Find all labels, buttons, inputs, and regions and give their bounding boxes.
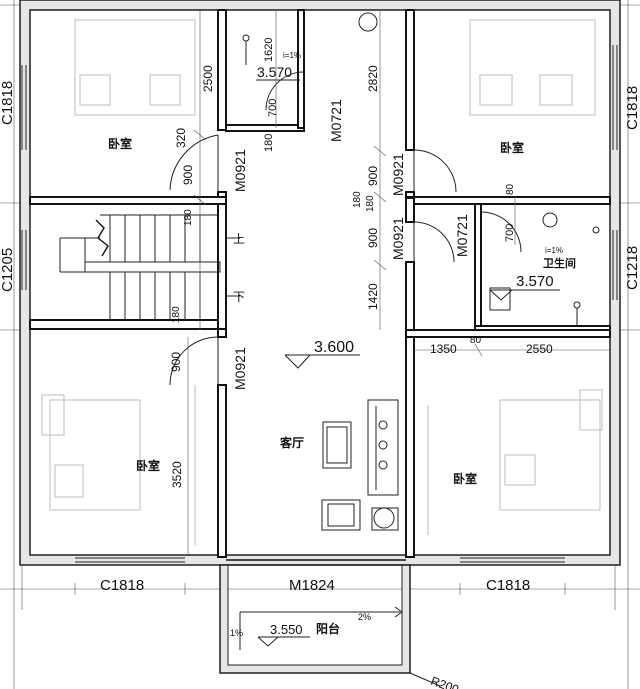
dim-180d: 180 bbox=[183, 209, 194, 226]
dim-180c: 180 bbox=[365, 195, 376, 212]
dim-3520: 3520 bbox=[170, 461, 184, 488]
dim-900a: 900 bbox=[181, 165, 195, 185]
dim-900b: 900 bbox=[366, 166, 380, 186]
door-label-ne: M0921 bbox=[390, 153, 406, 196]
door-label-wc-top: M0721 bbox=[328, 99, 344, 142]
dim-180e: 180 bbox=[171, 306, 182, 323]
slope-label-bath: i=1% bbox=[545, 246, 563, 255]
door-label-mid-left: M0921 bbox=[390, 217, 406, 260]
stair-down-label: 下 bbox=[233, 290, 245, 304]
dim-2550: 2550 bbox=[526, 342, 553, 356]
room-label-bedroom-sw: 卧室 bbox=[136, 458, 160, 473]
level-label-main: 3.600 bbox=[314, 339, 354, 356]
dim-1350: 1350 bbox=[430, 342, 457, 356]
dim-900d: 900 bbox=[169, 352, 183, 372]
window-left-top bbox=[21, 65, 27, 150]
window-left-mid bbox=[21, 230, 27, 290]
stair-up-label: 上 bbox=[233, 232, 245, 246]
door-label-bath: M0721 bbox=[454, 214, 470, 257]
room-label-balcony: 阳台 bbox=[316, 621, 340, 636]
window-bottom-right bbox=[460, 557, 565, 563]
level-label-wc-top: 3.570 bbox=[257, 64, 292, 80]
window-right-top bbox=[612, 45, 618, 150]
level-label-bath: 3.570 bbox=[516, 273, 554, 290]
dim-180b: 180 bbox=[352, 191, 363, 208]
room-label-bedroom-nw: 卧室 bbox=[108, 136, 132, 151]
door-label-sw: M0921 bbox=[232, 347, 248, 390]
door-label-balcony: M1824 bbox=[289, 577, 335, 594]
dim-80a: 80 bbox=[505, 183, 516, 195]
room-label-bedroom-se: 卧室 bbox=[453, 471, 477, 486]
window-label-right-mid: C1218 bbox=[624, 246, 640, 290]
dim-80b: 80 bbox=[470, 335, 482, 346]
staircase bbox=[59, 214, 240, 320]
dim-2820: 2820 bbox=[366, 65, 380, 92]
room-label-bedroom-ne: 卧室 bbox=[500, 140, 524, 155]
balcony bbox=[219, 559, 441, 687]
dim-r200: R200 bbox=[429, 674, 461, 689]
dim-180a: 180 bbox=[263, 134, 275, 152]
slope-label-balcony-left: 1% bbox=[230, 628, 243, 638]
window-label-bottom-right: C1818 bbox=[486, 577, 530, 594]
door-swings bbox=[169, 71, 522, 386]
window-bottom-left bbox=[75, 557, 185, 563]
window-label-bottom-left: C1818 bbox=[100, 577, 144, 594]
slope-label-wc-top: i=1% bbox=[283, 51, 301, 60]
window-label-right-top: C1818 bbox=[624, 86, 640, 130]
furniture bbox=[41, 12, 603, 545]
dim-1420: 1420 bbox=[366, 283, 380, 310]
dim-700a: 700 bbox=[267, 99, 279, 117]
dim-1620: 1620 bbox=[263, 38, 275, 62]
dimension-ticks bbox=[187, 10, 610, 555]
dim-2500: 2500 bbox=[201, 65, 215, 92]
room-label-bath: 卫生间 bbox=[543, 256, 576, 270]
window-label-left-top: C1818 bbox=[0, 81, 16, 125]
dim-320: 320 bbox=[174, 128, 188, 148]
window-right-mid bbox=[612, 230, 618, 300]
level-markers bbox=[256, 79, 560, 647]
dim-700b: 700 bbox=[504, 224, 516, 242]
dim-900c: 900 bbox=[366, 228, 380, 248]
window-label-left-mid: C1205 bbox=[0, 248, 16, 292]
slope-label-balcony-right: 2% bbox=[358, 612, 371, 622]
level-label-balcony: 3.550 bbox=[270, 622, 303, 637]
room-label-living: 客厅 bbox=[279, 435, 304, 450]
door-label-nw: M0921 bbox=[232, 149, 248, 192]
interior-walls bbox=[29, 9, 611, 558]
